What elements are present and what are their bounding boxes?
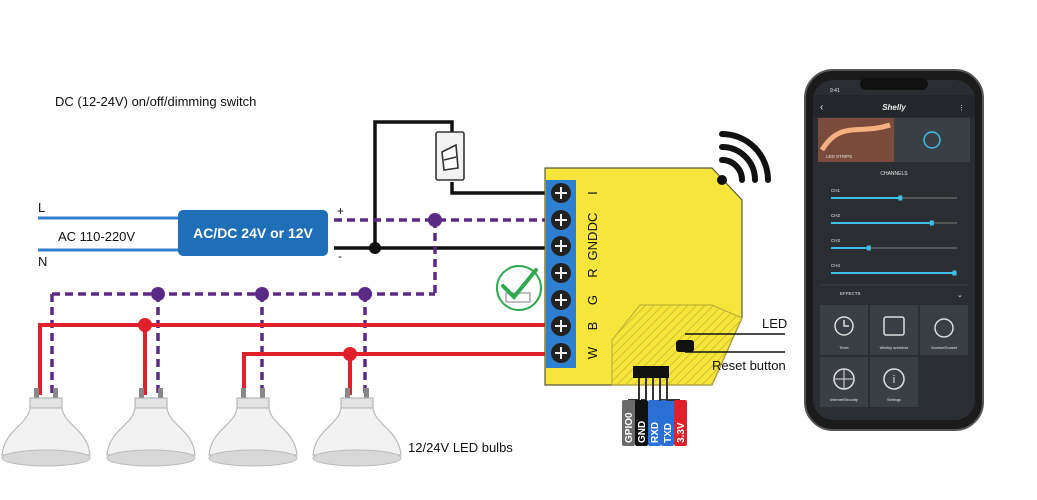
red-wires bbox=[38, 323, 555, 395]
effects-title: EFFECTS bbox=[840, 291, 861, 296]
channel-label: CH2 bbox=[831, 213, 840, 218]
terminal-label: GND bbox=[585, 232, 600, 261]
mains-n-label: N bbox=[38, 254, 47, 269]
terminal-label: B bbox=[585, 322, 600, 331]
channel-label: CH1 bbox=[831, 188, 840, 193]
terminal-screw bbox=[551, 183, 571, 203]
internet-security-tile[interactable]: Internet/Security bbox=[820, 357, 868, 407]
brand-logo: Shelly bbox=[882, 103, 906, 112]
slider-track[interactable] bbox=[831, 247, 957, 249]
sunrise-icon bbox=[934, 318, 954, 338]
terminal-label: W bbox=[585, 346, 600, 359]
debug-pins: GPIO0 GND RXD TXD 3.3V bbox=[622, 378, 687, 446]
ac-voltage-label: AC 110-220V bbox=[58, 229, 135, 244]
settings-tile[interactable]: i Settings bbox=[870, 357, 918, 407]
mains-l-label: L bbox=[38, 200, 45, 215]
slider-fill bbox=[831, 272, 955, 274]
svg-text:Weekly schedule: Weekly schedule bbox=[880, 346, 909, 350]
tile-label: LED STRIPS bbox=[826, 154, 852, 159]
led-bulb bbox=[106, 388, 196, 467]
clock-icon bbox=[834, 316, 854, 336]
slider-handle[interactable] bbox=[898, 195, 903, 201]
terminal-label: R bbox=[585, 268, 600, 277]
terminal-screw bbox=[551, 263, 571, 283]
svg-text:i: i bbox=[893, 374, 895, 386]
led-bulb bbox=[1, 388, 91, 467]
slider-fill bbox=[831, 247, 869, 249]
wall-switch-icon bbox=[435, 131, 465, 181]
menu-icon[interactable]: ⋮ bbox=[958, 105, 965, 112]
debug-pin: GND bbox=[635, 378, 648, 446]
weekly-schedule-tile[interactable]: Weekly schedule bbox=[870, 305, 918, 355]
sunrise-sunset-tile[interactable]: Sunrise/Sunset bbox=[920, 305, 968, 355]
red-junctions bbox=[138, 318, 357, 361]
channel-label: CH3 bbox=[831, 238, 840, 243]
slider-handle[interactable] bbox=[952, 270, 957, 276]
svg-text:Settings: Settings bbox=[887, 398, 901, 402]
channel-slider[interactable]: CH2 bbox=[831, 213, 957, 226]
timer-tile[interactable]: Timer bbox=[820, 305, 868, 355]
certified-check-icon bbox=[496, 265, 542, 311]
terminal-screw bbox=[551, 316, 571, 336]
psu-label: AC/DC 24V or 12V bbox=[193, 225, 313, 241]
channel-slider[interactable]: CH1 bbox=[831, 188, 957, 201]
info-icon bbox=[883, 368, 905, 390]
debug-header bbox=[633, 366, 669, 378]
debug-pin: RXD bbox=[648, 378, 661, 446]
led-bulb bbox=[312, 388, 402, 467]
svg-text:Internet/Security: Internet/Security bbox=[830, 398, 858, 402]
slider-fill bbox=[831, 222, 932, 224]
terminal-screw bbox=[551, 210, 571, 230]
plus-junctions bbox=[151, 213, 442, 301]
wifi-icon bbox=[717, 131, 771, 185]
svg-text:TXD: TXD bbox=[663, 423, 674, 443]
terminal-label: DC bbox=[585, 213, 600, 232]
slider-handle[interactable] bbox=[866, 245, 871, 251]
slider-fill bbox=[831, 197, 901, 199]
channel-label: CH4 bbox=[831, 263, 840, 268]
terminal-label: I bbox=[585, 191, 600, 195]
svg-text:3.3V: 3.3V bbox=[676, 422, 687, 443]
junction-dot bbox=[369, 242, 381, 254]
terminal-screws bbox=[551, 183, 571, 363]
phone-time: 9:41 bbox=[830, 88, 840, 94]
bulbs-label: 12/24V LED bulbs bbox=[408, 440, 513, 455]
debug-pin: TXD bbox=[659, 378, 674, 446]
terminal-screw bbox=[551, 236, 571, 256]
channels-title: CHANNELS bbox=[880, 171, 908, 177]
chevron-down-icon[interactable]: ⌄ bbox=[957, 292, 963, 299]
led-bulbs bbox=[1, 388, 402, 467]
mains-wires bbox=[38, 216, 178, 252]
switch-label: DC (12-24V) on/off/dimming switch bbox=[55, 94, 256, 109]
terminal-screw bbox=[551, 343, 571, 363]
debug-pin: 3.3V bbox=[666, 378, 687, 446]
reset-label: Reset button bbox=[712, 358, 786, 373]
phone-notch bbox=[860, 78, 928, 90]
svg-text:GND: GND bbox=[637, 421, 648, 443]
power-supply bbox=[178, 210, 328, 256]
led-label: LED bbox=[762, 316, 787, 331]
terminal-screw bbox=[551, 290, 571, 310]
led-bulb bbox=[208, 388, 298, 467]
svg-text:Sunrise/Sunset: Sunrise/Sunset bbox=[931, 346, 958, 350]
psu-plus: + bbox=[337, 204, 344, 218]
svg-text:GPIO0: GPIO0 bbox=[624, 412, 635, 443]
power-icon[interactable] bbox=[923, 131, 941, 149]
channel-slider[interactable]: CH3 bbox=[831, 238, 957, 251]
smartphone: 9:41 ‹ Shelly ⋮ LED STRIPS CHANNELS CH1C… bbox=[804, 69, 984, 431]
calendar-icon bbox=[883, 316, 905, 336]
svg-text:RXD: RXD bbox=[650, 422, 661, 443]
led-indicator bbox=[676, 340, 694, 352]
terminal-label: G bbox=[585, 295, 600, 305]
slider-handle[interactable] bbox=[929, 220, 934, 226]
back-chevron-icon[interactable]: ‹ bbox=[820, 102, 823, 113]
svg-text:Timer: Timer bbox=[839, 346, 849, 350]
psu-minus: - bbox=[338, 249, 342, 263]
channel-slider[interactable]: CH4 bbox=[831, 263, 957, 276]
